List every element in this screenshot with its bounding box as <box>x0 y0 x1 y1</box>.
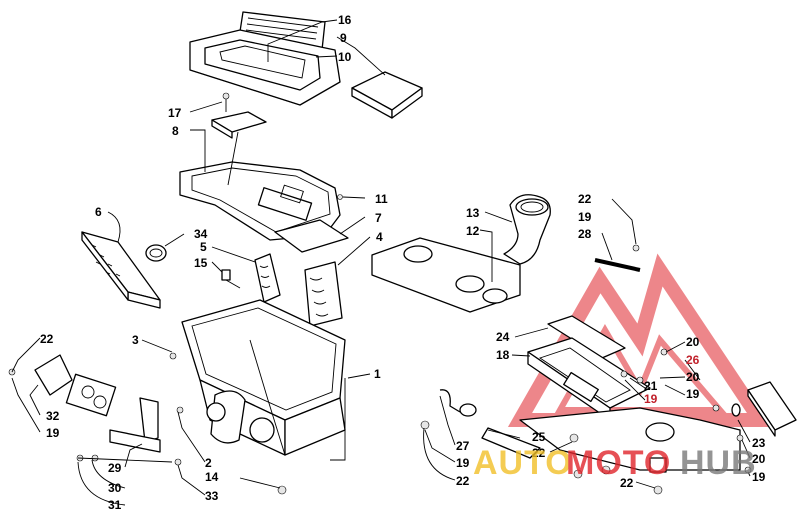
callout-22-left: 22 <box>40 332 54 346</box>
callout-12: 12 <box>466 224 480 238</box>
callout-7: 7 <box>375 211 382 225</box>
air-box-main-part-1 <box>181 299 346 456</box>
callout-6: 6 <box>95 205 102 219</box>
intake-elbow-part-13 <box>503 194 551 265</box>
grommet-part-14 <box>277 485 287 495</box>
filter-element-part-9 <box>351 71 423 119</box>
callout-9: 9 <box>340 31 347 45</box>
callout-4: 4 <box>376 230 383 244</box>
callout-30: 30 <box>108 481 122 495</box>
throttle-assembly <box>8 354 184 466</box>
callout-27: 27 <box>456 439 470 453</box>
watermark-text-auto: AUTO <box>473 444 573 482</box>
fastener-part-3 <box>169 352 177 360</box>
callout-labels: 16 9 10 17 8 11 7 6 34 5 15 4 13 12 22 1… <box>40 13 766 512</box>
callout-8: 8 <box>172 124 179 138</box>
callout-22-mid: 22 <box>532 446 546 460</box>
callout-24: 24 <box>496 330 510 344</box>
bracket-part-28 <box>594 244 641 272</box>
callout-20-b: 20 <box>686 370 700 384</box>
watermark-text: AUTO MOTO HUB <box>473 444 757 482</box>
callout-19-left: 19 <box>46 426 60 440</box>
callout-29: 29 <box>108 461 122 475</box>
callout-31: 31 <box>108 498 122 512</box>
callout-2: 2 <box>205 456 212 470</box>
sensor-part-17 <box>211 92 267 139</box>
mount-bracket-part-25 <box>481 407 741 473</box>
callout-18: 18 <box>496 348 510 362</box>
leader-lines <box>11 19 751 506</box>
callout-10: 10 <box>338 50 352 64</box>
callout-5: 5 <box>200 240 207 254</box>
callout-19-bottom: 19 <box>456 456 470 470</box>
callout-34: 34 <box>194 227 208 241</box>
foam-baffle-part-5 <box>254 253 281 303</box>
callout-3: 3 <box>132 333 139 347</box>
clamp-part-11 <box>337 194 343 200</box>
air-box-upper-part-8 <box>179 131 341 241</box>
watermark-text-moto: MOTO <box>566 444 671 482</box>
callout-11: 11 <box>375 192 388 206</box>
filter-panel-part-23 <box>747 381 797 437</box>
plate-gasket-part-12 <box>371 237 521 313</box>
callout-28: 28 <box>578 227 592 241</box>
callout-20-c: 20 <box>752 452 766 466</box>
callout-33: 33 <box>205 489 219 503</box>
foam-filter-part-6 <box>81 231 161 309</box>
callout-22-bottom-right: 22 <box>620 476 634 490</box>
ring-clamp-part-34 <box>145 244 167 262</box>
callout-32: 32 <box>46 409 60 423</box>
callout-19-mid: 19 <box>644 392 658 406</box>
air-box-cover-part-10 <box>189 29 341 106</box>
callout-21: 21 <box>644 379 658 393</box>
callout-19-far-right: 19 <box>752 470 766 484</box>
callout-16: 16 <box>338 13 352 27</box>
callout-22-bottom: 22 <box>456 474 470 488</box>
callout-19-right: 19 <box>686 387 700 401</box>
bolt-part-15 <box>221 269 241 289</box>
hose-part-27 <box>439 389 477 417</box>
callout-23: 23 <box>752 436 766 450</box>
small-hardware-right <box>420 348 752 495</box>
callout-25: 25 <box>532 430 546 444</box>
foam-baffle-part-4 <box>304 261 343 327</box>
callout-19-top: 19 <box>578 210 592 224</box>
callout-22-top: 22 <box>578 192 592 206</box>
callout-13: 13 <box>466 206 480 220</box>
callout-15: 15 <box>194 256 208 270</box>
callout-26: 26 <box>686 353 700 367</box>
callout-14: 14 <box>205 470 219 484</box>
callout-20-a: 20 <box>686 335 700 349</box>
callout-17: 17 <box>168 106 182 120</box>
watermark-text-hub: HUB <box>680 444 757 482</box>
callout-1: 1 <box>374 367 381 381</box>
gasket-part-7 <box>274 219 349 253</box>
